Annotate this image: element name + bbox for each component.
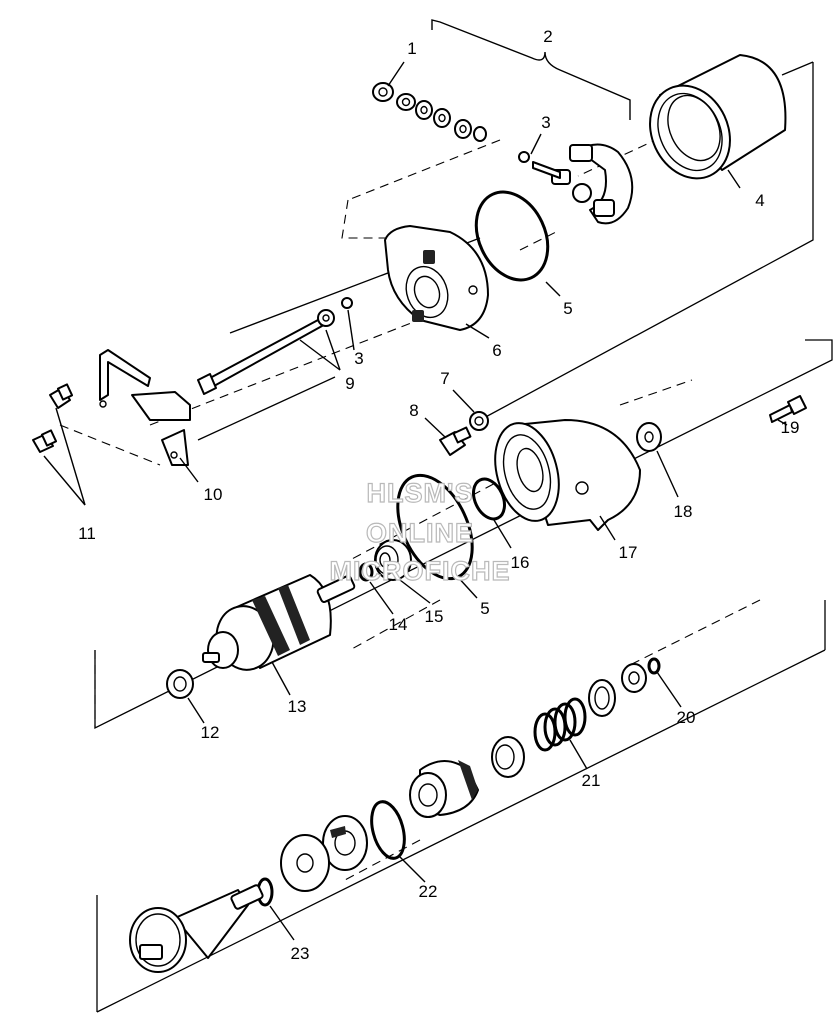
callout-17: 17 bbox=[619, 543, 638, 562]
callout-6: 6 bbox=[492, 341, 501, 360]
callout-15: 15 bbox=[425, 607, 444, 626]
callout-5-upper: 5 bbox=[563, 299, 572, 318]
callout-11: 11 bbox=[78, 524, 96, 543]
part-pinion-washers bbox=[588, 663, 647, 717]
part-18-washer bbox=[636, 422, 662, 452]
part-split-washer bbox=[322, 815, 368, 871]
part-20-clip bbox=[647, 657, 661, 675]
part-5-large-oring-upper bbox=[474, 190, 550, 282]
callout-13: 13 bbox=[288, 697, 307, 716]
part-collar bbox=[491, 736, 525, 778]
callout-leader-lines bbox=[43, 61, 788, 941]
part-clutch-pinion bbox=[409, 760, 479, 818]
callout-5-lower: 5 bbox=[480, 599, 489, 618]
part-12-bushing bbox=[166, 669, 194, 699]
callout-8: 8 bbox=[409, 401, 418, 420]
callout-10: 10 bbox=[204, 485, 223, 504]
callout-9: 9 bbox=[345, 374, 354, 393]
watermark-line-3: MICROFICHE bbox=[330, 556, 511, 586]
callout-19: 19 bbox=[781, 418, 800, 437]
callout-22: 22 bbox=[419, 882, 438, 901]
callout-2: 2 bbox=[543, 27, 552, 46]
part-11-mounting-bolts bbox=[32, 383, 74, 453]
callout-14: 14 bbox=[389, 615, 408, 634]
part-9-through-bolt bbox=[197, 309, 335, 395]
callout-7: 7 bbox=[440, 369, 449, 388]
part-14-ring bbox=[358, 562, 374, 582]
callout-4: 4 bbox=[755, 191, 764, 210]
part-6-rear-end-cover bbox=[384, 225, 489, 331]
part-3-small-oring-lower bbox=[341, 297, 353, 309]
callout-18: 18 bbox=[674, 502, 693, 521]
callout-1: 1 bbox=[407, 39, 416, 58]
part-4-yoke-housing bbox=[649, 54, 787, 180]
part-19-bolt bbox=[769, 395, 807, 423]
part-17-front-housing bbox=[494, 419, 641, 531]
callout-2-bracket bbox=[431, 19, 631, 120]
part-10-mounting-bracket bbox=[99, 349, 191, 466]
watermark-line-2: ONLINE bbox=[366, 518, 474, 548]
part-thrust-washer bbox=[280, 834, 330, 892]
callout-16: 16 bbox=[511, 553, 530, 572]
part-15-bearing bbox=[374, 539, 412, 581]
part-13-armature bbox=[202, 574, 356, 671]
part-7-nut bbox=[469, 411, 489, 431]
callout-3-lower: 3 bbox=[354, 349, 363, 368]
callout-23: 23 bbox=[291, 944, 310, 963]
callout-3-upper: 3 bbox=[541, 113, 550, 132]
part-16-oring bbox=[472, 477, 506, 521]
watermark: HLSM'S ONLINE MICROFICHE bbox=[329, 477, 511, 586]
part-output-shaft-gear bbox=[129, 884, 264, 973]
callout-20: 20 bbox=[677, 708, 696, 727]
callout-numbers: 1 2 3 4 3 5 6 9 7 8 10 11 19 18 17 16 5 … bbox=[78, 27, 799, 963]
part-1-washer-stack bbox=[372, 82, 487, 142]
part-brush-holder bbox=[532, 143, 634, 225]
watermark-line-1: HLSM'S bbox=[367, 478, 474, 508]
assembly-guide-lines bbox=[59, 61, 833, 1013]
part-8-terminal-bolt bbox=[439, 426, 472, 456]
part-22-ring bbox=[370, 800, 406, 860]
callout-21: 21 bbox=[582, 771, 601, 790]
callout-12: 12 bbox=[201, 723, 220, 742]
part-21-spring bbox=[533, 697, 587, 752]
part-3-small-oring-upper bbox=[518, 151, 530, 163]
